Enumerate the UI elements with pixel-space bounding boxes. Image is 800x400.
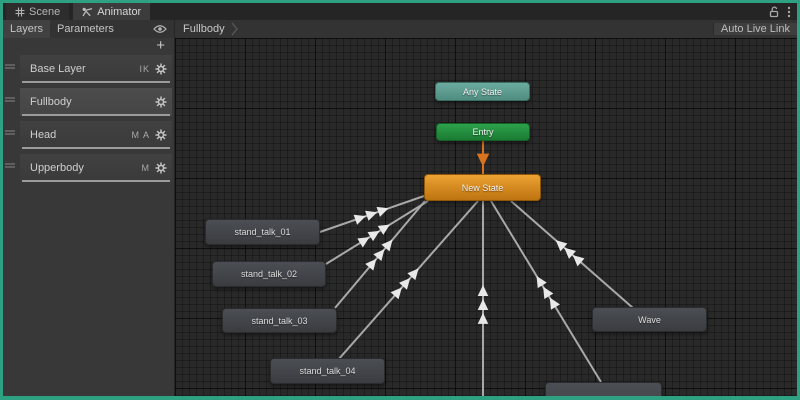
transition-arrowhead-icon xyxy=(373,249,385,262)
gear-icon[interactable] xyxy=(155,63,167,75)
drag-handle-icon[interactable] xyxy=(5,130,15,135)
state-node-any-state[interactable]: Any State xyxy=(435,82,530,101)
state-node-stand-talk-01[interactable]: stand_talk_01 xyxy=(205,219,320,245)
transition-arrowhead-icon xyxy=(377,224,390,235)
breadcrumb-bar: Fullbody Auto Live Link xyxy=(175,20,797,38)
tab-animator-label: Animator xyxy=(97,5,142,18)
layers-panel: + Base Layer IK xyxy=(3,38,175,396)
layer-name: Upperbody xyxy=(30,162,84,174)
layer-row-base-layer[interactable]: Base Layer IK xyxy=(5,55,172,83)
chevron-right-icon xyxy=(231,22,238,36)
state-node-wave[interactable]: Wave xyxy=(592,307,707,332)
add-layer-button[interactable]: + xyxy=(156,37,165,54)
state-node-talk-loop-2[interactable]: talk_loop_2 xyxy=(545,382,662,396)
transition-arrowhead-icon xyxy=(536,275,547,289)
breadcrumb[interactable]: Fullbody xyxy=(183,22,238,36)
grid-icon xyxy=(15,7,25,17)
panel-tabs: Layers Parameters xyxy=(3,20,175,38)
transition-arrowhead-icon xyxy=(376,206,389,217)
transition-arrowhead-icon xyxy=(477,312,489,324)
drag-handle-icon[interactable] xyxy=(5,64,15,69)
breadcrumb-label: Fullbody xyxy=(183,23,225,35)
layer-name: Fullbody xyxy=(30,96,72,108)
gear-icon[interactable] xyxy=(155,96,167,108)
tab-scene[interactable]: Scene xyxy=(6,3,70,20)
window-tabstrip: Scene Animator xyxy=(3,3,797,20)
auto-live-link-button[interactable]: Auto Live Link xyxy=(712,23,797,35)
transition-arrowhead-icon xyxy=(477,298,489,310)
transition-layer xyxy=(319,141,634,396)
tab-layers-label: Layers xyxy=(10,23,44,35)
layer-weight-slider[interactable] xyxy=(22,180,170,182)
tab-layers[interactable]: Layers xyxy=(3,20,51,38)
state-node-stand-talk-02[interactable]: stand_talk_02 xyxy=(212,261,326,287)
transition-arrowhead-icon xyxy=(477,285,489,297)
transition-arrowhead-icon xyxy=(572,255,585,267)
transition-arrowhead-icon xyxy=(543,286,554,299)
tab-parameters-label: Parameters xyxy=(57,23,114,35)
layer-name: Base Layer xyxy=(30,63,86,75)
state-node-stand-talk-04[interactable]: stand_talk_04 xyxy=(270,358,385,384)
unlock-icon[interactable] xyxy=(768,6,780,18)
kebab-menu-icon[interactable] xyxy=(787,6,791,18)
transition-arrowhead-icon xyxy=(353,214,366,225)
transition-arrowhead-icon xyxy=(564,247,576,259)
transition-arrowhead-icon xyxy=(365,258,377,271)
transition-arrowhead-icon xyxy=(407,268,419,281)
layer-row-fullbody[interactable]: Fullbody xyxy=(5,88,172,116)
layer-badge: M xyxy=(141,163,150,173)
animator-icon xyxy=(82,7,93,17)
transition-arrowhead-icon xyxy=(555,240,568,252)
state-node-new-state[interactable]: New State xyxy=(424,174,541,201)
layer-list: Base Layer IK Fullbody xyxy=(3,55,174,182)
layer-name: Head xyxy=(30,129,57,141)
gear-icon[interactable] xyxy=(155,162,167,174)
state-node-stand-talk-03[interactable]: stand_talk_03 xyxy=(222,308,337,333)
transition-arrowhead-icon xyxy=(390,287,402,300)
tabstrip-corner xyxy=(768,3,797,20)
window-body: Scene Animator Layers xyxy=(3,3,797,396)
layer-weight-slider[interactable] xyxy=(22,147,170,149)
tab-scene-label: Scene xyxy=(29,5,61,18)
transition-arrowhead-icon xyxy=(381,239,393,252)
eye-icon[interactable] xyxy=(153,24,167,34)
layer-row-head[interactable]: Head M A xyxy=(5,121,172,149)
tab-parameters[interactable]: Parameters xyxy=(50,20,121,38)
transition-arrowhead-icon xyxy=(365,210,378,221)
transition-arrowhead-icon xyxy=(476,153,490,167)
transition-arrowhead-icon xyxy=(357,237,370,248)
gear-icon[interactable] xyxy=(155,129,167,141)
toolbar: Layers Parameters Fullbody xyxy=(3,20,797,39)
drag-handle-icon[interactable] xyxy=(5,163,15,168)
auto-live-link-label: Auto Live Link xyxy=(720,23,790,35)
layer-row-upperbody[interactable]: Upperbody M xyxy=(5,154,172,182)
transition-arrowhead-icon xyxy=(399,277,411,290)
layer-badge: M A xyxy=(131,130,150,140)
transition-arrowhead-icon xyxy=(549,297,560,310)
drag-handle-icon[interactable] xyxy=(5,97,15,102)
layer-weight-slider[interactable] xyxy=(22,81,170,83)
transition-arrowhead-icon xyxy=(367,230,380,242)
layer-badge: IK xyxy=(139,64,150,74)
state-node-entry[interactable]: Entry xyxy=(436,123,530,141)
layer-weight-slider[interactable] xyxy=(22,114,170,116)
tab-animator[interactable]: Animator xyxy=(73,3,151,20)
